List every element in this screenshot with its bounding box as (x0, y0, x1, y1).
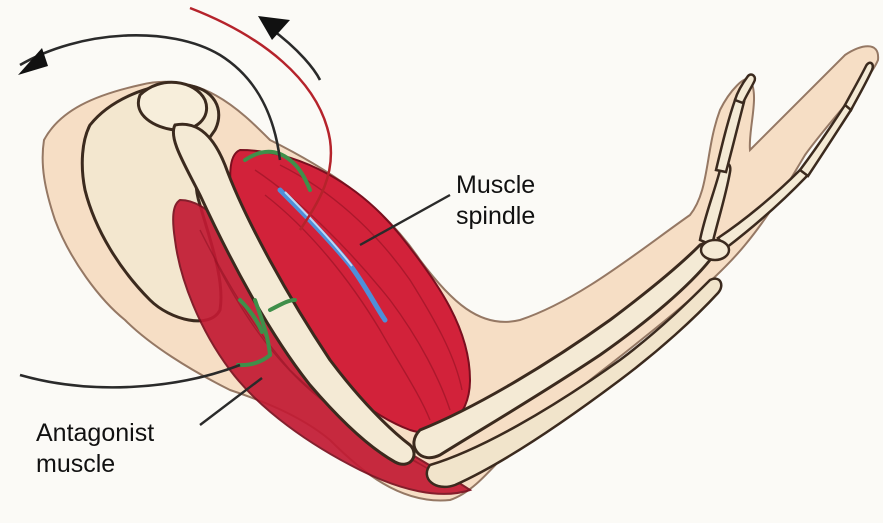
antagonist-muscle-label-line2: muscle (36, 449, 154, 480)
muscle-spindle-label: Muscle spindle (456, 170, 535, 232)
muscle-spindle-label-line2: spindle (456, 201, 535, 232)
antagonist-muscle-label: Antagonist muscle (36, 418, 154, 480)
antagonist-muscle-label-line1: Antagonist (36, 418, 154, 449)
muscle-spindle-label-line1: Muscle (456, 170, 535, 201)
